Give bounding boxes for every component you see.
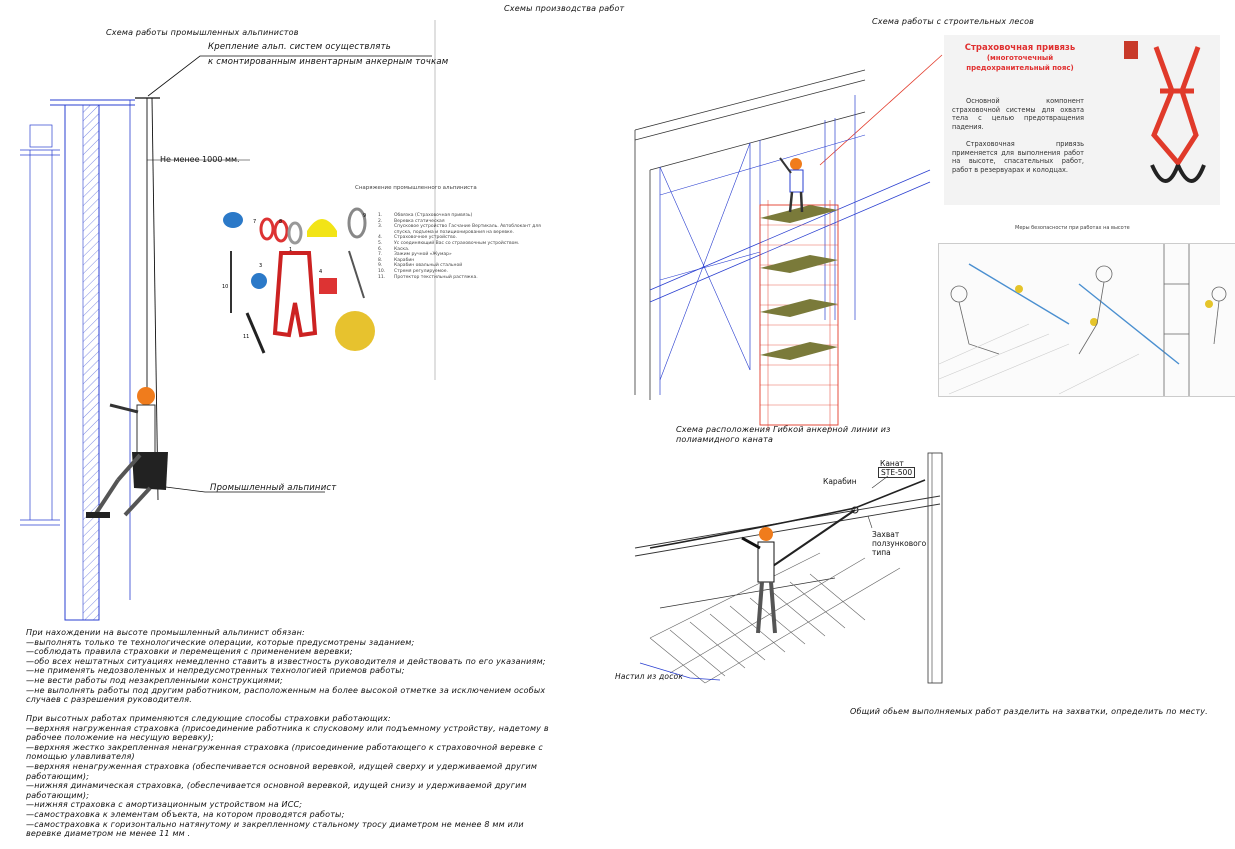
equipment-item-text: Протектор текстильный растяжка. [394, 274, 478, 280]
equipment-item-text: Веревка статическая [394, 218, 445, 224]
safety-caption: Меры безопасности при работах на высоте [1015, 225, 1130, 231]
rope-label-1: Канат [880, 459, 904, 468]
harness-illustration [1124, 41, 1206, 183]
svg-text:10: 10 [222, 284, 228, 290]
equipment-list-item: 11. Протектор текстильный растяжка. [378, 275, 558, 281]
alpinist-scheme-title: Схема работы промышленных альпинистов [106, 28, 299, 37]
harness-title-line-1: Страховочная привязь [964, 43, 1076, 53]
svg-text:8: 8 [279, 219, 282, 225]
worker-label: Промышленный альпинист [210, 483, 337, 493]
grab-label-line-3: типа [872, 548, 891, 557]
carabiner-label: Карабин [823, 477, 857, 486]
equipment-item-number: 10. [378, 268, 386, 274]
equipment-list-item: 1. Обвязка (Страховочная привязь) [378, 213, 558, 219]
svg-text:7: 7 [253, 219, 256, 225]
equipment-item-text: спуска, подъема и позиционирования на ве… [394, 229, 514, 235]
equipment-item-text: Спусковое устройство Гасчание Вертикаль.… [394, 224, 541, 230]
page-title: Схемы производства работ [504, 4, 625, 13]
svg-text:1: 1 [289, 247, 292, 253]
equipment-item-text: Обвязка (Страховочная привязь) [394, 213, 473, 218]
bottom-note: Общий обьем выполняемых работ разделить … [850, 707, 1208, 716]
scaffold-scheme-title: Схема работы с строительных лесов [872, 17, 1035, 26]
equipment-list-item: 3. Спусковое устройство Гасчание Вертикал… [378, 224, 558, 230]
equipment-list-item: 8. Карабин [378, 258, 558, 264]
equipment-item-number: 8. [378, 257, 383, 263]
anchor-line-title-1: Схема расположения Гибкой анкерной линии… [676, 425, 891, 434]
grab-label: Захват ползункового типа [872, 530, 926, 557]
harness-description-2: Страховочная привязь применяется для вып… [952, 140, 1084, 174]
equipment-item-number: 11. [378, 274, 386, 280]
deck-label: Настил из досок [615, 672, 684, 681]
grab-label-line-1: Захват [872, 530, 900, 539]
equipment-item-number: 7. [378, 252, 383, 258]
harness-title: Страховочная привязь (многоточечный пред… [950, 43, 1090, 73]
alpinist-building-drawing [20, 20, 436, 621]
anchor-note-line-2: к смонтированным инвентарным анкерным то… [208, 57, 449, 67]
equipment-list-item: спуска, подъема и позиционирования на ве… [378, 230, 558, 236]
belay-methods-text: При высотных работах применяются следующ… [26, 714, 549, 839]
harness-title-line-2: (многоточечный [986, 54, 1054, 62]
equipment-item-number: 2. [378, 218, 383, 224]
equipment-item-text: Страховочное устройство. [394, 235, 457, 241]
equipment-item-number: 5. [378, 240, 383, 246]
anchor-note-line-1: Крепление альп. систем осуществлять [208, 42, 391, 52]
equipment-item-text: Карабин овальный стальной [394, 263, 463, 269]
equipment-item-text: Стремя регулируемое. [394, 268, 449, 274]
svg-text:4: 4 [319, 269, 322, 275]
equipment-list-item: 9. Карабин овальный стальной [378, 263, 558, 269]
equipment-item-text: Каска. [394, 246, 410, 252]
anchor-line-drawing [634, 452, 943, 684]
svg-text:3: 3 [259, 263, 262, 269]
anchor-line-title-2: полиамидного каната [676, 435, 774, 444]
equipment-item-text: Карабин [394, 257, 415, 263]
equipment-item-text: Зажим ручной «Жумар» [394, 252, 452, 258]
equipment-list-item: 5. Ус соединяющий Вас со страховочным уст… [378, 241, 558, 247]
equipment-list-item: 2. Веревка статическая [378, 219, 558, 225]
equipment-item-number: 9. [378, 263, 383, 269]
equipment-list-item: 10. Стремя регулируемое. [378, 269, 558, 275]
equipment-item-number: 4. [378, 235, 383, 241]
equipment-list-item: 7. Зажим ручной «Жумар» [378, 252, 558, 258]
svg-text:9: 9 [363, 213, 366, 219]
rope-label-2: STE-500 [878, 467, 916, 478]
safety-illustration [938, 243, 1235, 397]
harness-description-1: Основной компонент страховочной системы … [952, 97, 1084, 131]
equipment-item-number: 6. [378, 246, 383, 252]
equipment-list: 1. Обвязка (Страховочная привязь) 2. Веревк… [378, 213, 558, 280]
distance-label: Не менее 1000 мм. [160, 155, 240, 164]
equipment-list-title: Снаряжение промышленного альпиниста [355, 185, 477, 191]
equipment-photo: 7 8 9 3 1 4 10 11 [219, 203, 375, 358]
equipment-item-number: 1. [378, 213, 383, 218]
equipment-list-item: 4. Страховочное устройство. [378, 235, 558, 241]
equipment-item-number: 3. [378, 224, 383, 230]
scaffold-drawing [634, 54, 943, 430]
grab-label-line-2: ползункового [872, 539, 927, 548]
harness-title-line-3: предохранительный пояс) [966, 64, 1074, 72]
alpinist-duties-text: При нахождении на высоте промышленный ал… [26, 628, 546, 705]
equipment-item-text: Ус соединяющий Вас со страховочным устро… [394, 240, 520, 246]
harness-info-card: Страховочная привязь (многоточечный пред… [944, 35, 1220, 205]
svg-text:11: 11 [243, 334, 249, 340]
equipment-list-item: 6. Каска. [378, 247, 558, 253]
